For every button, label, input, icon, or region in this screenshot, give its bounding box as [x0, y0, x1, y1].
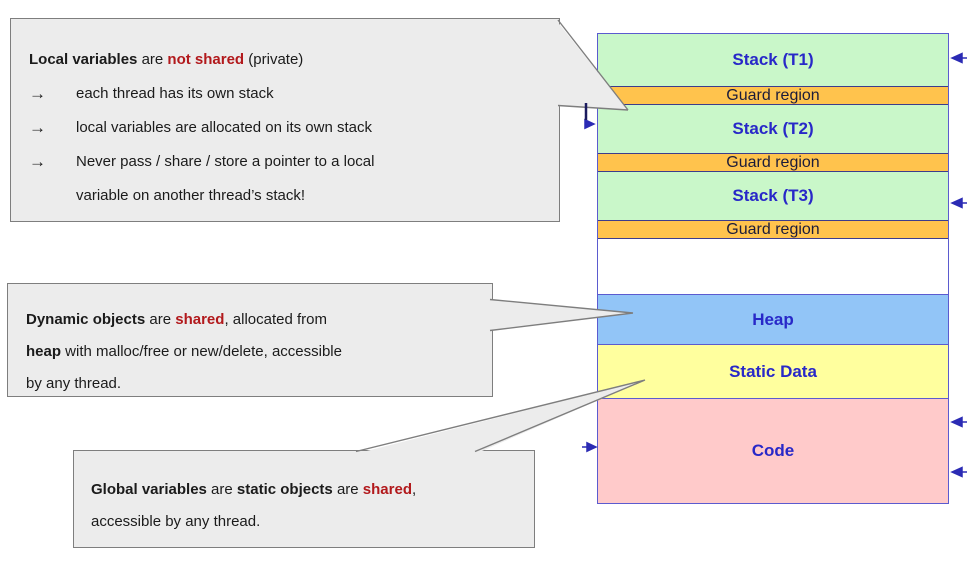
text-segment: Global variables	[91, 481, 207, 498]
code-left-arrow-icon	[586, 441, 598, 453]
memory-region-heap: Heap	[598, 294, 948, 344]
callout-dynamic-objects: Dynamic objects are shared, allocated fr…	[7, 283, 493, 397]
highlighted-text: not shared	[167, 51, 245, 68]
memory-region-guard-region-3: Guard region	[598, 153, 948, 171]
memory-region-stack-t2: Stack (T2)	[598, 104, 948, 153]
bullet-item: → local variables are allocated on its ow…	[29, 111, 549, 145]
arrow-bullet-icon: →	[29, 84, 46, 103]
bullet-item: → each thread has its own stack	[29, 77, 549, 111]
memory-region-label: Guard region	[726, 221, 820, 238]
text-segment: are	[332, 481, 363, 498]
highlighted-text: shared	[362, 481, 412, 498]
callout-body: Global variables are static objects are …	[91, 474, 524, 538]
memory-region-code: Code	[598, 398, 948, 503]
bullet-text: each thread has its own stack	[76, 77, 549, 111]
code-upper-arrow-icon	[950, 416, 963, 428]
text-segment: Never pass / share / store a pointer to …	[76, 153, 375, 170]
text-line: Never pass / share / store a pointer to …	[76, 145, 549, 179]
memory-region-label: Stack (T3)	[732, 186, 814, 205]
memory-region-free-space	[598, 238, 948, 294]
callout-global-variables: Global variables are static objects are …	[73, 450, 535, 548]
bullet-text: local variables are allocated on its own…	[76, 111, 549, 145]
text-line: variable on another thread’s stack!	[76, 179, 549, 213]
text-segment: Dynamic objects	[26, 311, 146, 328]
text-segment: (private)	[244, 51, 304, 68]
memory-region-guard-region-5: Guard region	[598, 220, 948, 238]
callout-bullet-list: → each thread has its own stack → local var…	[29, 77, 549, 213]
text-segment: static objects	[236, 481, 333, 498]
bullet-text: Never pass / share / store a pointer to …	[76, 145, 549, 213]
memory-region-label: Heap	[752, 309, 794, 329]
callout-body: Dynamic objects are shared, allocated fr…	[26, 304, 482, 400]
arrow-bullet-icon: →	[29, 152, 46, 171]
memory-region-static-data: Static Data	[598, 344, 948, 398]
code-lower-arrow-icon	[950, 466, 963, 478]
text-line: Global variables are static objects are …	[91, 474, 524, 506]
memory-region-label: Guard region	[726, 154, 820, 171]
text-line: heap with malloc/free or new/delete, acc…	[26, 336, 482, 368]
text-line: each thread has its own stack	[76, 77, 549, 111]
text-segment: local variables are allocated on its own…	[76, 119, 372, 136]
stack-t2-bent-arrow-head-icon	[584, 118, 596, 130]
text-segment: Local variables	[29, 51, 138, 68]
text-line: local variables are allocated on its own…	[76, 111, 549, 145]
memory-region-stack-t1: Stack (T1)	[598, 34, 948, 86]
text-segment: are	[145, 311, 176, 328]
memory-region-label: Code	[751, 441, 795, 460]
memory-region-label: Stack (T1)	[732, 50, 814, 69]
text-segment: are	[206, 481, 237, 498]
memory-region-stack-t3: Stack (T3)	[598, 171, 948, 220]
callout-title: Local variables are not shared (private)	[29, 43, 549, 77]
text-line: Dynamic objects are shared, allocated fr…	[26, 304, 482, 336]
text-segment: accessible by any thread.	[91, 513, 261, 530]
text-segment: with malloc/free or new/delete, accessib…	[61, 343, 342, 360]
bullet-item: → Never pass / share / store a pointer to…	[29, 145, 549, 213]
text-segment: heap	[26, 343, 62, 360]
memory-region-label: Stack (T2)	[732, 119, 814, 138]
text-segment: variable on another thread’s stack!	[76, 187, 306, 204]
memory-region-label: Static Data	[729, 361, 817, 381]
callout-local-variables: Local variables are not shared (private)…	[10, 18, 560, 222]
text-line: by any thread.	[26, 368, 482, 400]
highlighted-text: shared	[175, 311, 225, 328]
text-segment: each thread has its own stack	[76, 85, 274, 102]
text-line: Local variables are not shared (private)	[29, 43, 549, 77]
memory-region-label: Guard region	[726, 87, 820, 104]
memory-region-guard-region-1: Guard region	[598, 86, 948, 104]
text-segment: by any thread.	[26, 375, 122, 392]
text-line: accessible by any thread.	[91, 506, 524, 538]
stack-t1-growth-arrow-icon	[950, 52, 963, 64]
arrow-bullet-icon: →	[29, 118, 46, 137]
text-segment: , allocated from	[224, 311, 327, 328]
text-segment: are	[137, 51, 168, 68]
stack-t3-growth-arrow-icon	[950, 197, 963, 209]
text-segment: ,	[412, 481, 417, 498]
